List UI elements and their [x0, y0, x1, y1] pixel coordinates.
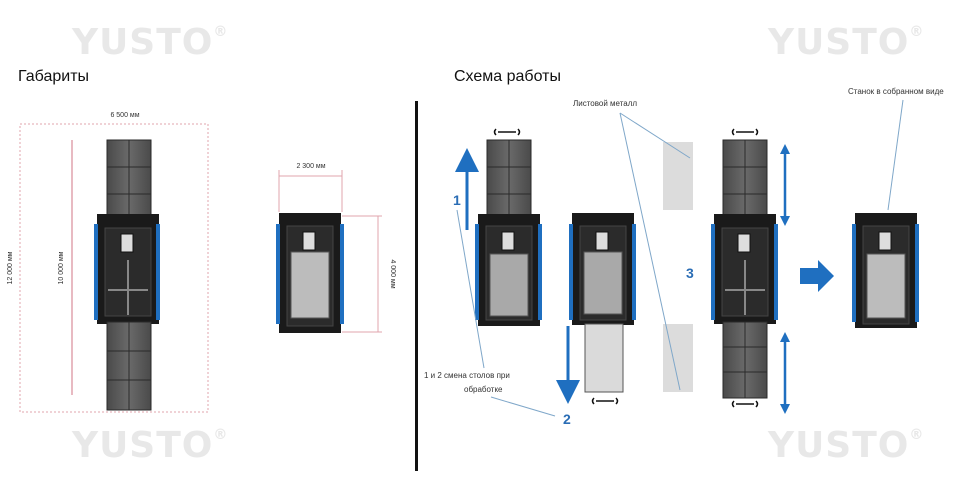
scheme-machine-2	[569, 213, 636, 405]
section-divider	[415, 101, 418, 471]
assembled-leader	[887, 99, 904, 211]
step-3-number: 3	[686, 265, 694, 281]
watermark-logo: YUSTO®	[768, 425, 925, 466]
machine-compact	[276, 213, 344, 333]
sheet-metal-top	[663, 142, 693, 210]
table-change-label-line1: 1 и 2 смена столов при	[424, 371, 510, 380]
watermark-logo: YUSTO®	[768, 22, 925, 63]
transition-arrow	[800, 260, 834, 292]
watermark-logo: YUSTO®	[72, 425, 229, 466]
compact-length-label: 4 000 мм	[389, 259, 396, 288]
step-1-number: 1	[453, 192, 461, 208]
sheet-metal-leader-2	[619, 112, 681, 391]
watermark-logo: YUSTO®	[72, 22, 229, 63]
scheme-machine-1	[475, 128, 542, 326]
total-width-label: 6 500 мм	[110, 112, 139, 119]
dimensions-title: Габариты	[18, 68, 90, 85]
step-2-number: 2	[563, 411, 571, 427]
sheet-metal-label: Листовой металл	[573, 99, 637, 108]
assembled-machine	[852, 213, 919, 328]
sheet-metal-leader-1	[619, 112, 691, 159]
total-length-label: 12 000 мм	[7, 251, 14, 284]
table-change-leader-2	[456, 209, 485, 369]
scheme-title: Схема работы	[454, 68, 561, 85]
compact-width-label: 2 300 мм	[296, 163, 325, 170]
machine-large	[94, 139, 160, 411]
assembled-label: Станок в собранном виде	[848, 87, 944, 96]
table-change-leader-1	[490, 396, 556, 417]
table-change-label-line2: обработке	[464, 385, 503, 394]
overall-outline	[19, 123, 209, 413]
scheme-machine-3	[711, 128, 778, 408]
table-travel-label: 10 000 мм	[58, 251, 65, 284]
